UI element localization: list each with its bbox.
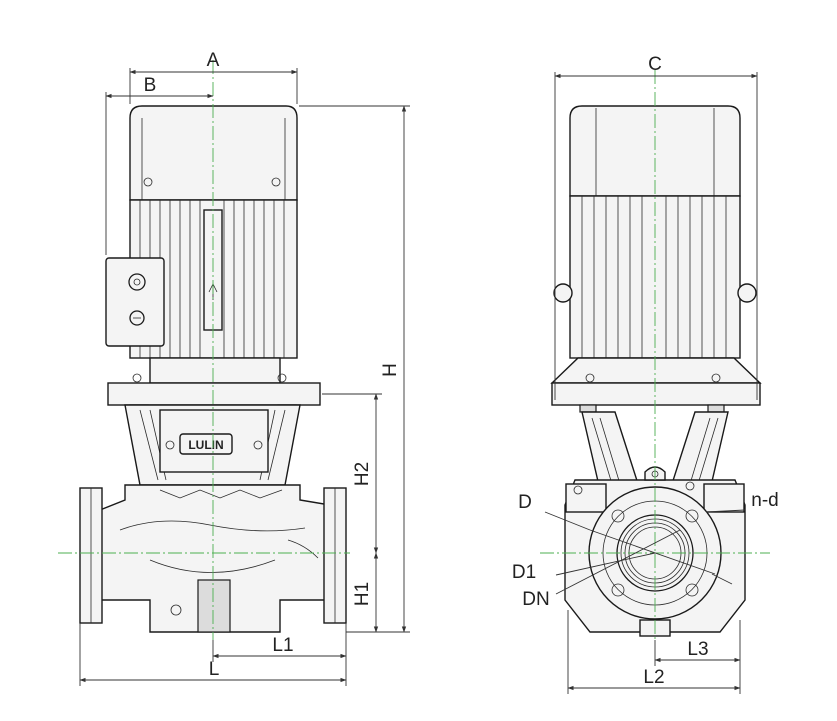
bolt-hole-icon <box>611 509 625 523</box>
motor-fins <box>581 196 727 358</box>
label-D1: D1 <box>512 562 536 583</box>
label-L3: L3 <box>687 639 708 660</box>
motor-base <box>550 357 762 384</box>
label-D: D <box>518 492 532 513</box>
brand-logo-text: LULIN <box>188 438 223 452</box>
bolt-hole-icon <box>685 509 699 523</box>
label-C: C <box>648 54 662 75</box>
motor-flange <box>551 382 761 406</box>
terminal-box <box>105 257 165 347</box>
motor-flange <box>107 382 321 406</box>
casing-lug <box>565 483 607 513</box>
label-H2: H2 <box>352 462 373 486</box>
cable-gland-icon <box>128 273 146 291</box>
label-H: H <box>380 363 401 377</box>
label-L: L <box>209 659 220 680</box>
bolt-hole-icon <box>611 583 625 597</box>
pump-foot <box>197 579 231 633</box>
label-DN: DN <box>522 589 549 610</box>
motor-base <box>149 357 281 384</box>
pump-bracket <box>581 411 641 491</box>
motor-cap <box>569 105 741 197</box>
motor-fins <box>139 200 285 358</box>
casing-lug <box>703 483 745 513</box>
label-nd: n-d <box>751 490 778 511</box>
label-B: B <box>144 75 157 96</box>
label-A: A <box>207 50 220 71</box>
bolt-hole-icon <box>685 583 699 597</box>
label-L1: L1 <box>272 635 293 656</box>
front-view: LULIN A B H H2 <box>58 50 410 686</box>
side-view: C D n-d D1 DN L3 L2 <box>512 54 779 694</box>
drain-plug-icon <box>170 604 182 616</box>
screw-icon <box>271 177 281 187</box>
cable-gland-icon <box>129 310 145 326</box>
lifting-eye-icon <box>553 283 573 303</box>
lifting-eye-icon <box>737 283 757 303</box>
label-L2: L2 <box>643 667 664 688</box>
brand-logo <box>179 433 233 455</box>
motor-cap <box>129 105 298 201</box>
label-H1: H1 <box>352 582 373 606</box>
screw-icon <box>143 177 153 187</box>
